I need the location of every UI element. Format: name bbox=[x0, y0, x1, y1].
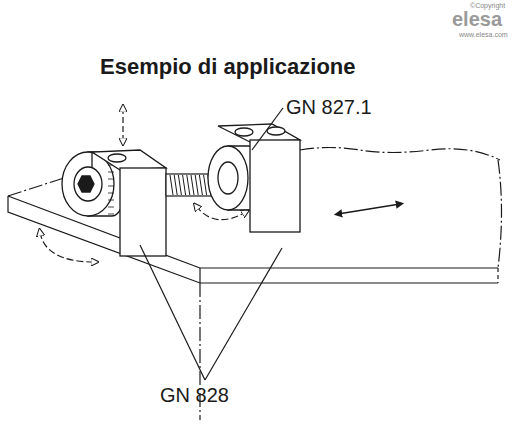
thread-stroke bbox=[178, 175, 181, 195]
part-label: GN 828 bbox=[160, 384, 229, 406]
thread-stroke bbox=[170, 175, 173, 195]
thread-stroke bbox=[204, 175, 207, 195]
motion-arrows bbox=[40, 108, 400, 262]
thread-stroke bbox=[191, 175, 194, 195]
knurl-stroke bbox=[108, 200, 114, 201]
part-label: GN 827.1 bbox=[286, 96, 372, 118]
thread-stroke bbox=[199, 175, 202, 195]
leader-lines bbox=[140, 108, 283, 380]
knurl-stroke bbox=[108, 207, 114, 208]
knob-left bbox=[62, 152, 126, 216]
url-watermark: www.elesa.com bbox=[459, 31, 508, 39]
title: Esempio di applicazione bbox=[100, 55, 356, 79]
thread-stroke bbox=[187, 175, 190, 195]
thread-stroke bbox=[195, 175, 198, 195]
knurl-stroke bbox=[108, 193, 114, 194]
knurl-stroke bbox=[108, 179, 114, 180]
logo-watermark: elesa bbox=[452, 8, 502, 30]
knurl-stroke bbox=[108, 214, 114, 215]
knurl-stroke bbox=[108, 186, 114, 187]
knurl-stroke bbox=[108, 172, 114, 173]
block-left bbox=[92, 150, 166, 256]
thread-stroke bbox=[174, 175, 177, 195]
thread-stroke bbox=[183, 175, 186, 195]
